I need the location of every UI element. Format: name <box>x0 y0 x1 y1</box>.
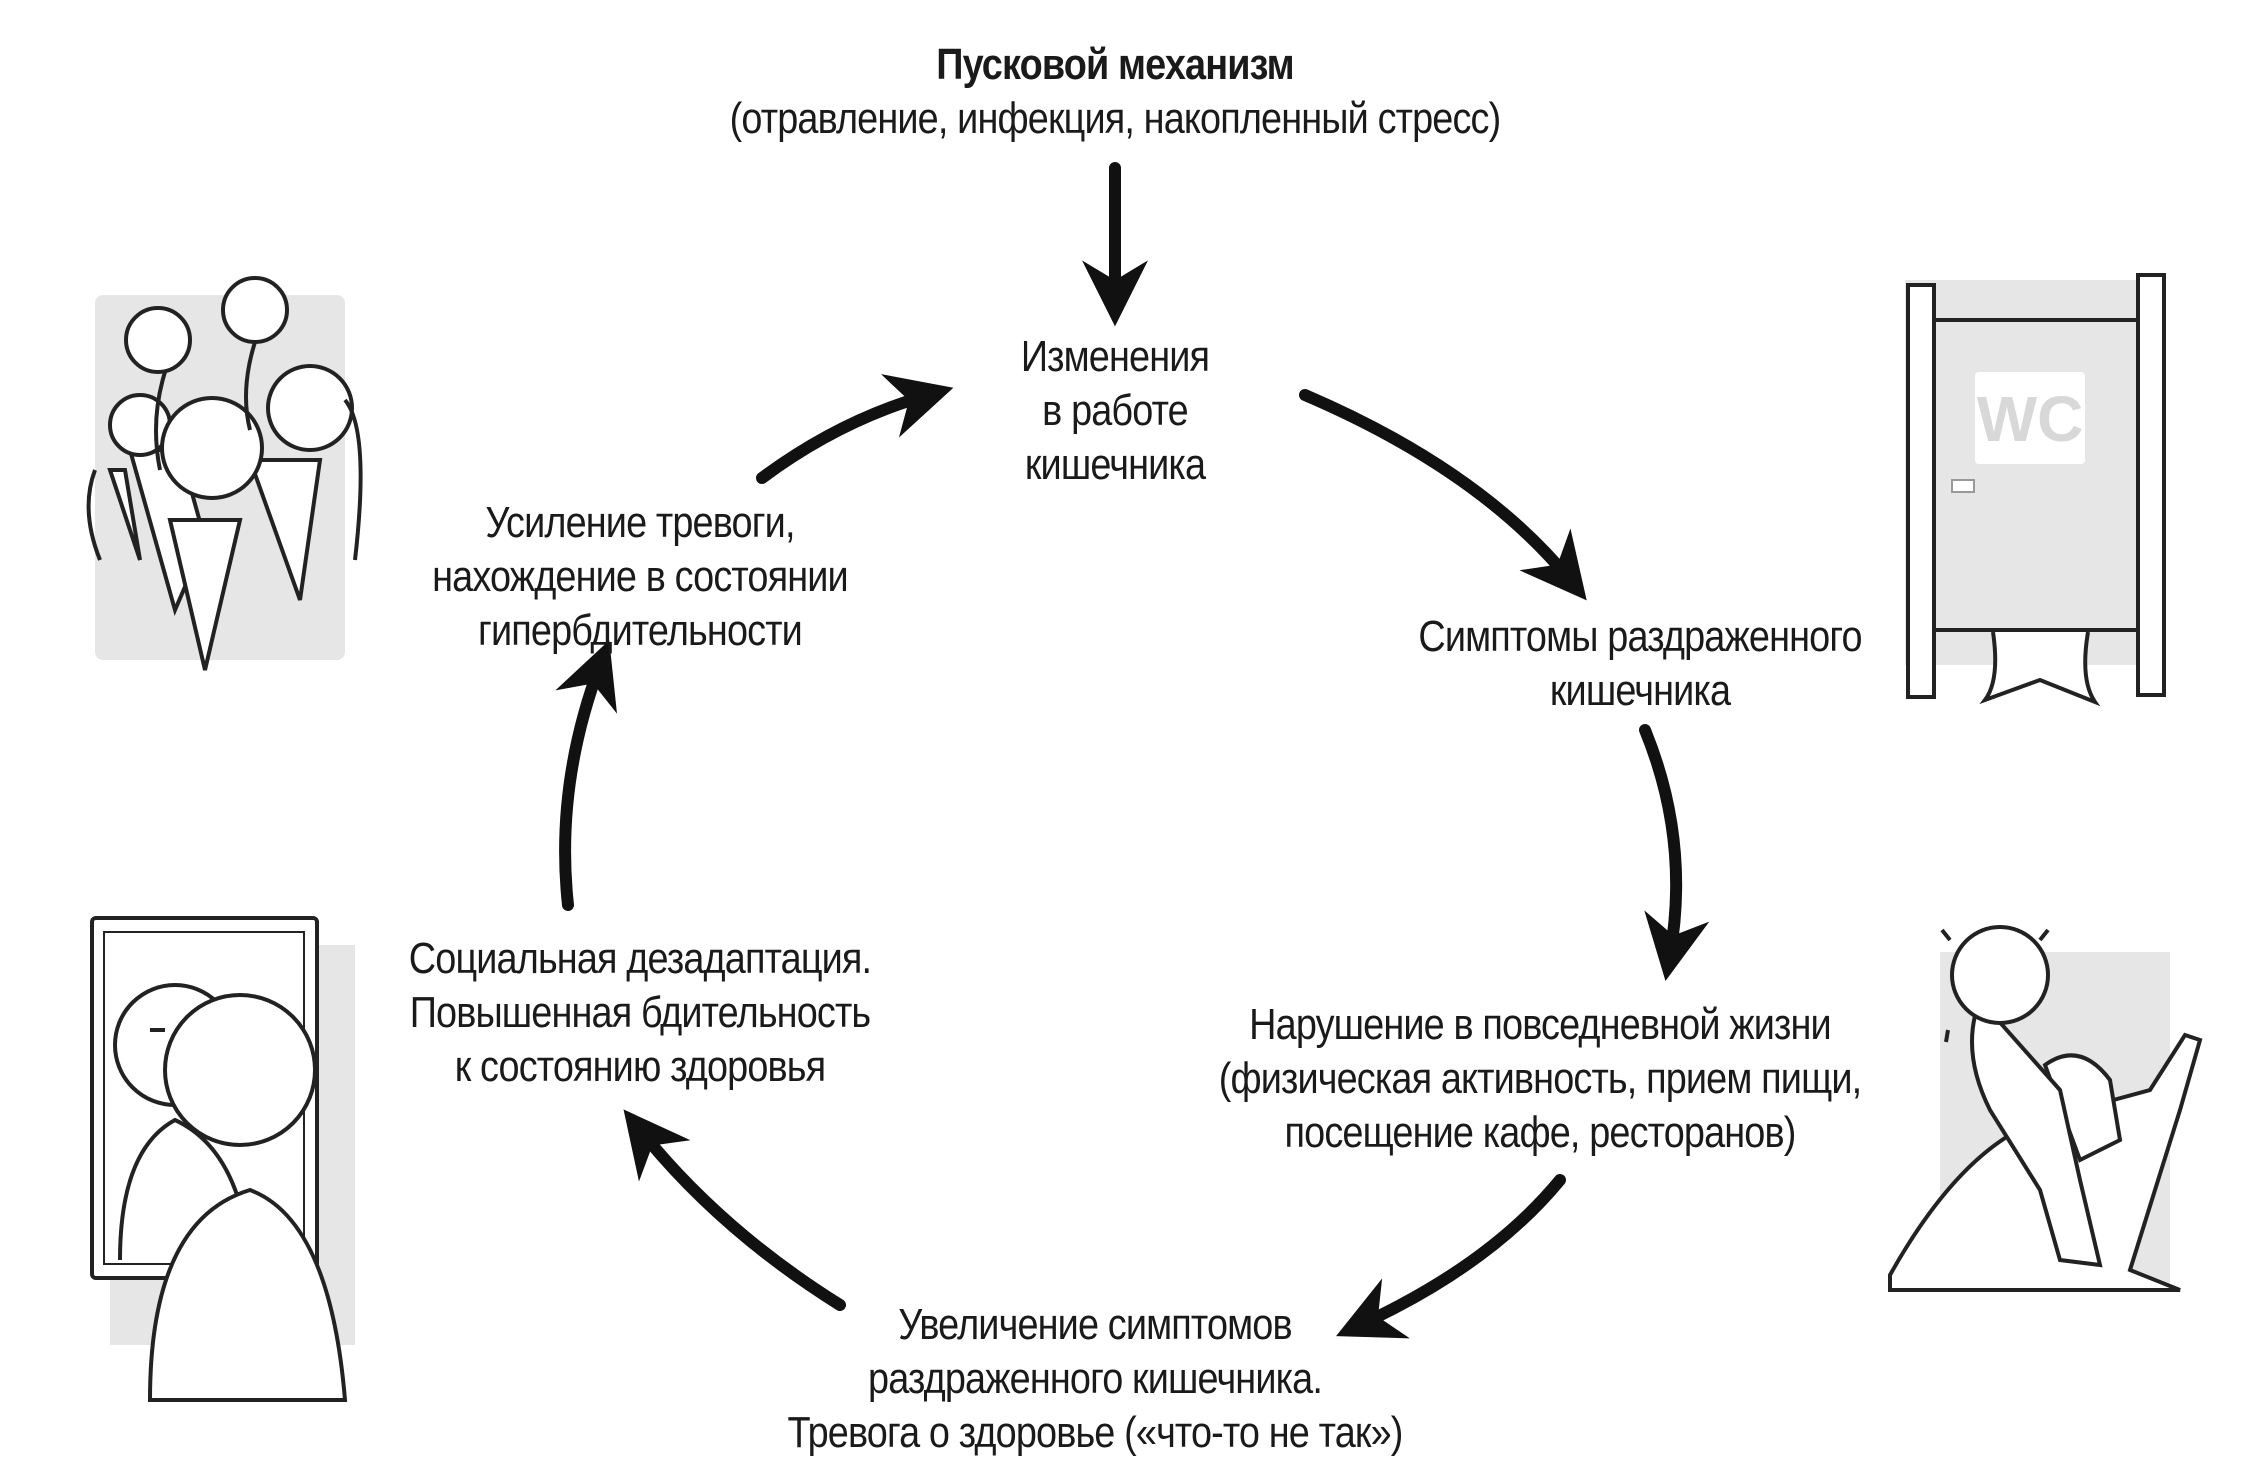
arrow-symptoms-to-disruption <box>1639 724 1710 982</box>
arrow-disruption-to-increase <box>1336 1174 1566 1339</box>
toilet-door-icon <box>1905 273 2166 707</box>
node-anxiety-increase-line: нахождение в состоянии <box>432 552 849 601</box>
node-gut-changes-line: Изменения <box>1020 332 1210 381</box>
trigger-subtitle: (отравление, инфекция, накопленный стрес… <box>729 94 1502 143</box>
trigger-label: Пусковой механизм (отравление, инфекция,… <box>685 38 1545 146</box>
node-daily-disruption-line: Нарушение в повседневной жизни <box>1249 1000 1831 1049</box>
node-gut-changes-line: в работе <box>1042 386 1189 435</box>
trigger-title: Пусковой механизм <box>936 40 1294 89</box>
arrow-social-to-anxiety <box>555 640 618 911</box>
node-ibs-symptoms-line: Симптомы раздраженного <box>1418 612 1862 661</box>
node-social-maladaptation-line: Повышенная бдительность <box>409 988 871 1037</box>
node-anxiety-increase: Усиление тревоги, нахождение в состоянии… <box>391 496 890 658</box>
node-social-maladaptation-line: к состоянию здоровья <box>454 1042 826 1091</box>
node-symptom-increase-line: Увеличение симптомов <box>898 1300 1292 1349</box>
arrow-gut-to-symptoms <box>1299 389 1587 601</box>
node-symptom-increase: Увеличение симптомов раздраженного кишеч… <box>708 1298 1482 1460</box>
arrow-increase-to-social <box>623 1109 846 1311</box>
node-ibs-symptoms: Симптомы раздраженного кишечника <box>1365 610 1915 718</box>
crowd-icon <box>86 276 363 671</box>
node-symptom-increase-line: Тревога о здоровье («что-то не так») <box>787 1408 1403 1457</box>
node-daily-disruption: Нарушение в повседневной жизни (физическ… <box>1179 998 1901 1160</box>
node-gut-changes-line: кишечника <box>1024 440 1206 489</box>
treadmill-runner-icon <box>1888 925 2203 1292</box>
arrow-anxiety-to-gut <box>756 374 954 484</box>
node-anxiety-increase-line: Усиление тревоги, <box>485 498 795 547</box>
mirror-reflection-icon <box>90 916 355 1402</box>
node-social-maladaptation: Социальная дезадаптация. Повышенная бдит… <box>373 932 906 1094</box>
node-daily-disruption-line: посещение кафе, ресторанов) <box>1284 1108 1797 1157</box>
wc-sign: WC <box>1975 382 2085 456</box>
wc-sign-text: WC <box>1976 383 2084 455</box>
node-gut-changes: Изменения в работе кишечника <box>943 330 1287 492</box>
node-social-maladaptation-line: Социальная дезадаптация. <box>408 934 872 983</box>
node-symptom-increase-line: раздраженного кишечника. <box>868 1354 1323 1403</box>
node-ibs-symptoms-line: кишечника <box>1549 666 1731 715</box>
node-daily-disruption-line: (физическая активность, прием пищи, <box>1218 1054 1862 1103</box>
node-anxiety-increase-line: гипербдительности <box>478 606 803 655</box>
